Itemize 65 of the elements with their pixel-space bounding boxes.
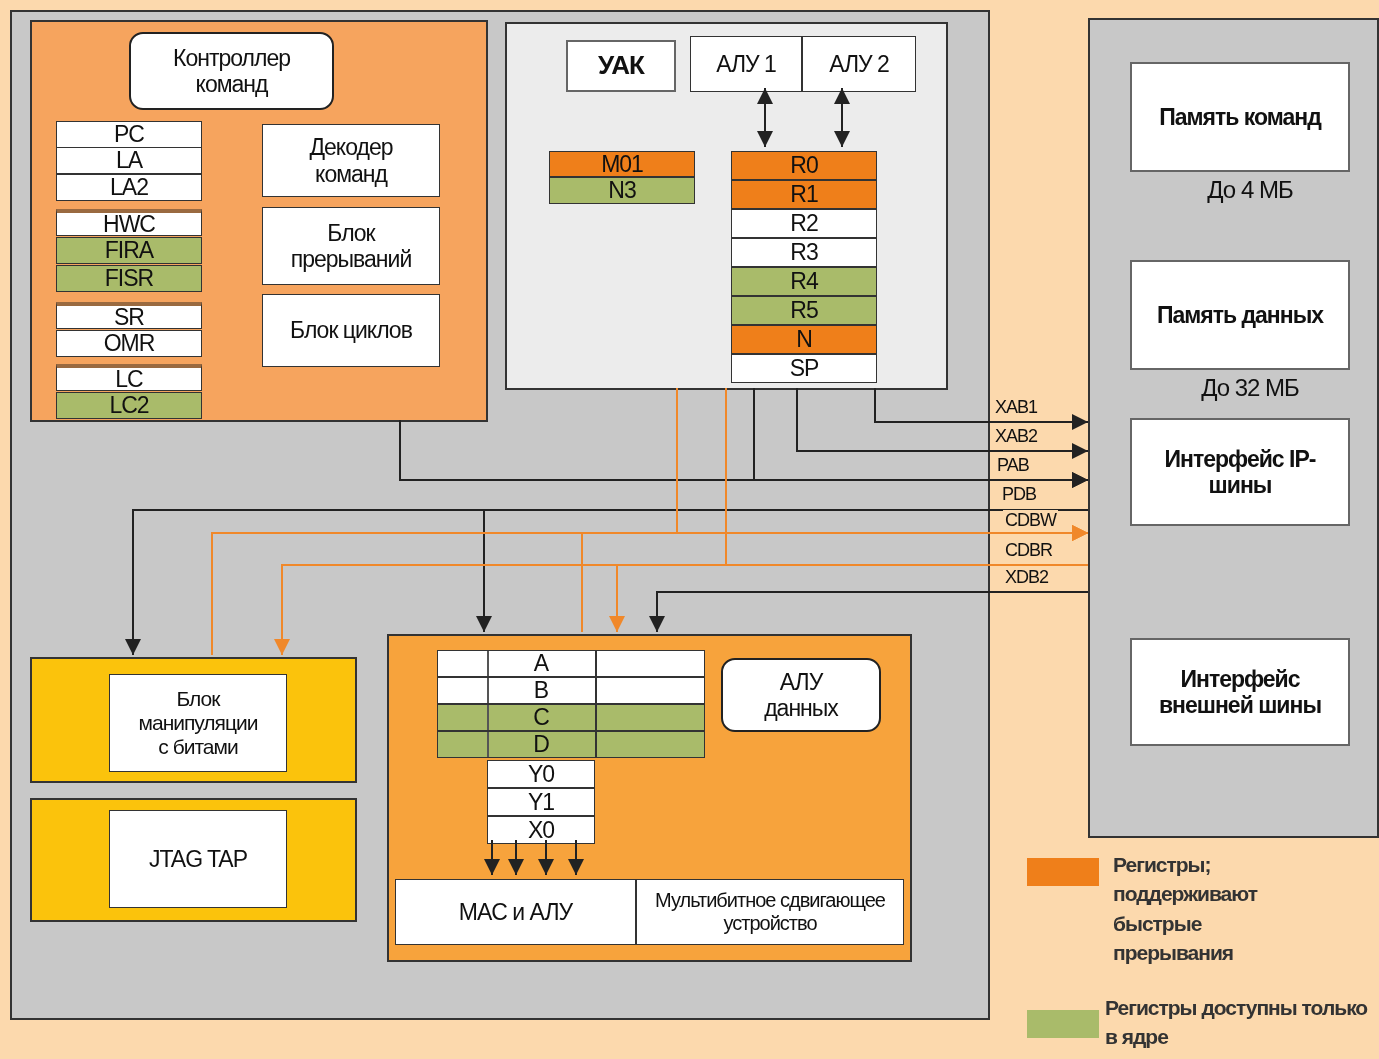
register-cell: B xyxy=(437,677,705,704)
unit-box: Блок прерываний xyxy=(262,207,440,285)
unit-box: Интерфейс IP-шины xyxy=(1130,418,1350,526)
register-cell: X0 xyxy=(487,816,595,844)
register-cell: R3 xyxy=(731,238,877,267)
register-cell: R2 xyxy=(731,209,877,238)
bus-arrow xyxy=(484,839,500,876)
register-cell: R1 xyxy=(731,180,877,209)
capacity-note: До 32 МБ xyxy=(1200,374,1300,402)
unit-box: АЛУ 2 xyxy=(802,36,916,92)
core-panel xyxy=(10,10,990,1020)
unit-box: JTAG TAP xyxy=(109,810,287,908)
register-cell: PC xyxy=(56,121,202,148)
data-alu-panel xyxy=(387,634,912,962)
bit-unit-panel xyxy=(30,657,357,783)
unit-box: Интерфейс внешней шины xyxy=(1130,638,1350,746)
program-controller-panel xyxy=(30,20,488,422)
legend-label: Регистры доступны только в ядре xyxy=(1105,995,1369,1051)
register-cell: HWC xyxy=(56,209,202,236)
unit-box: АЛУ 1 xyxy=(690,36,802,92)
bus-arrow xyxy=(538,839,554,876)
register-cell: M01 xyxy=(549,151,695,177)
bus-arrow xyxy=(581,525,1089,633)
register-cell: LC2 xyxy=(56,392,202,419)
bus-arrow xyxy=(649,591,1089,633)
register-cell: FISR xyxy=(56,265,202,292)
bus-arrow xyxy=(757,87,773,148)
title-box: Контроллер команд xyxy=(129,32,334,110)
capacity-note: До 4 МБ xyxy=(1206,176,1294,204)
unit-box: Память данных xyxy=(1130,260,1350,370)
register-cell: SR xyxy=(56,302,202,329)
register-cell: SP xyxy=(731,354,877,383)
unit-box: Декодер команд xyxy=(262,124,440,197)
title-box: АЛУ данных xyxy=(721,658,881,732)
register-cell: R0 xyxy=(731,151,877,180)
unit-box: Блок манипуляции с битами xyxy=(109,674,287,772)
unit-box: УАК xyxy=(566,40,676,92)
unit-box: Мультибитное сдвигающее устройство xyxy=(636,879,904,945)
unit-box: Блок циклов xyxy=(262,294,440,367)
register-cell: A xyxy=(437,650,705,677)
legend-label: Регистры; поддерживают быстрые прерывания xyxy=(1113,852,1259,967)
unit-box: Память команд xyxy=(1130,62,1350,172)
register-cell: OMR xyxy=(56,330,202,357)
register-cell: LC xyxy=(56,364,202,391)
register-cell: C xyxy=(437,704,705,731)
bus-arrow xyxy=(796,387,1089,459)
register-cell: R4 xyxy=(731,267,877,296)
register-cell: N3 xyxy=(549,177,695,204)
register-cell: Y1 xyxy=(487,788,595,816)
bus-arrow xyxy=(568,839,584,876)
register-cell: D xyxy=(437,731,705,758)
debug-unit-panel xyxy=(30,798,357,922)
register-cell: FIRA xyxy=(56,237,202,264)
address-unit-panel xyxy=(505,22,948,390)
memory-panel xyxy=(1088,18,1379,838)
register-cell: N xyxy=(731,325,877,354)
bus-arrow xyxy=(834,87,850,148)
register-cell: LA2 xyxy=(56,174,202,201)
bus-arrow xyxy=(753,387,1089,488)
bus-arrow xyxy=(508,839,524,876)
unit-box: MAC и АЛУ xyxy=(395,879,636,945)
bus-arrow xyxy=(874,387,1089,430)
register-cell: Y0 xyxy=(487,760,595,788)
register-cell: LA xyxy=(56,147,202,174)
register-cell: R5 xyxy=(731,296,877,325)
